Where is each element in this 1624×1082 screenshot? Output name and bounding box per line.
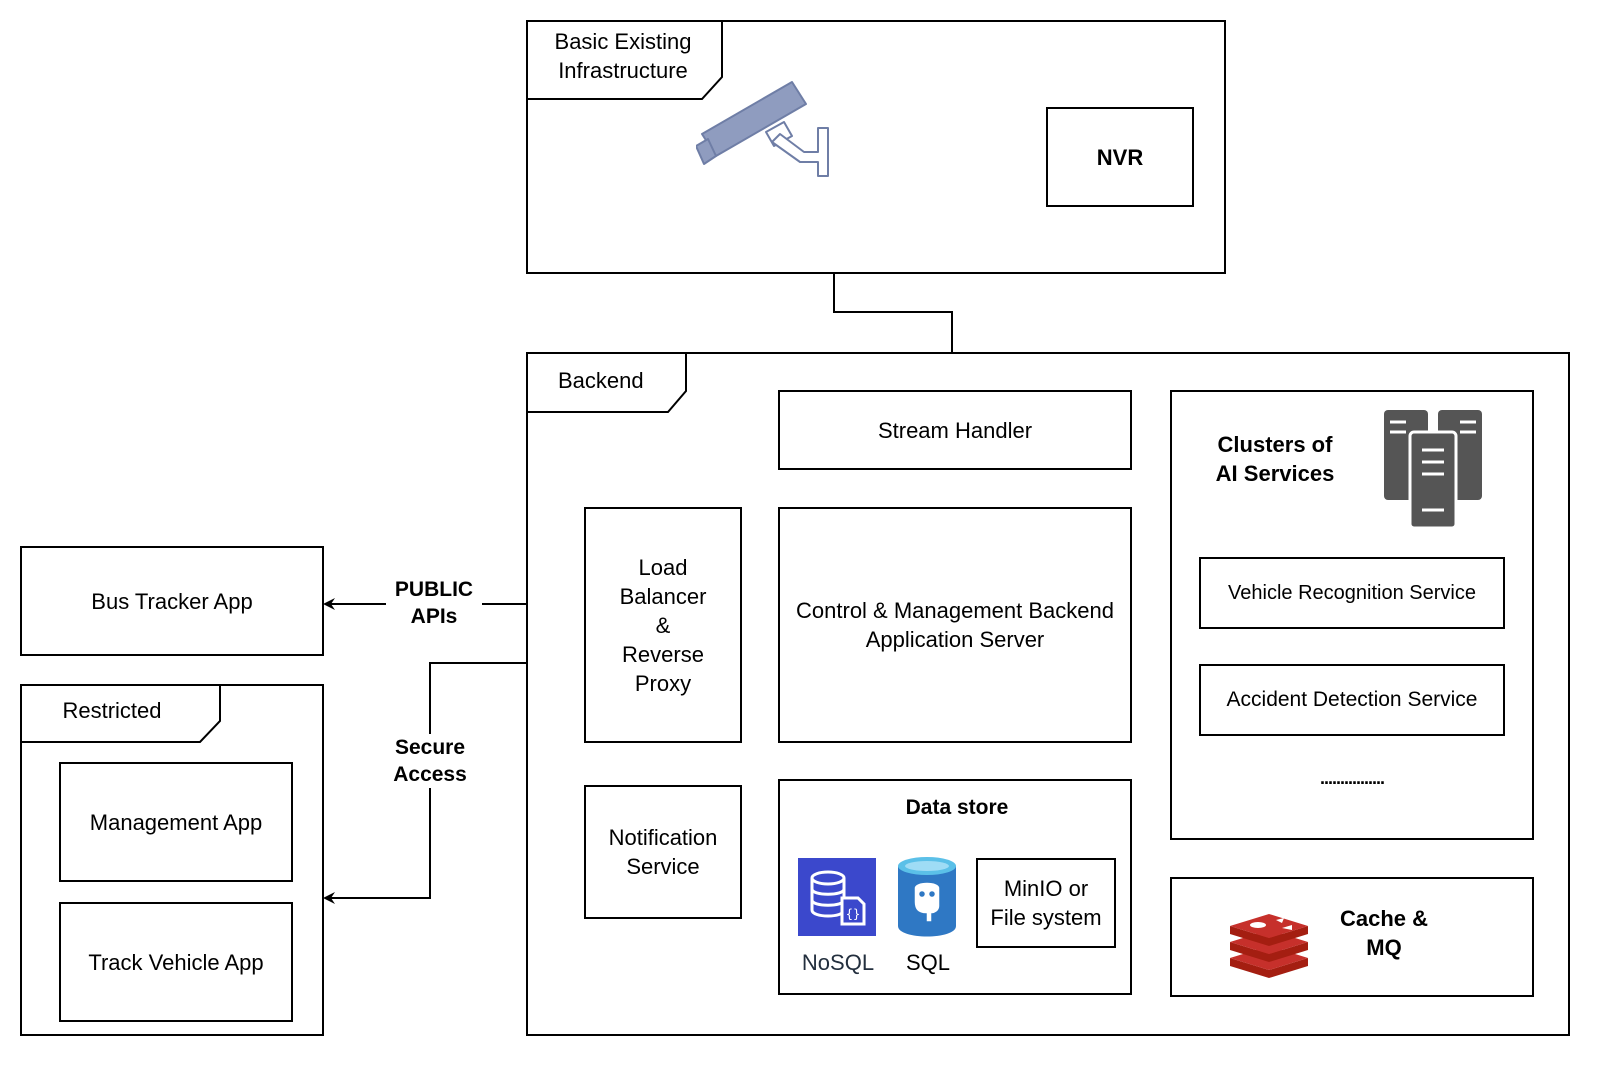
infrastructure-tab [526, 20, 723, 100]
bus-tracker-app-box: Bus Tracker App [20, 546, 324, 656]
stream-handler-label: Stream Handler [877, 417, 1033, 443]
load-balancer-box: Load Balancer & Reverse Proxy [584, 507, 742, 743]
ai-clusters-title: Clusters of AI Services [1215, 432, 1335, 486]
cache-mq-label: Cache & MQ [1339, 906, 1429, 960]
accident-detection-box: Accident Detection Service [1199, 664, 1505, 736]
svg-text:{}: {} [846, 907, 860, 921]
stream-handler-box: Stream Handler [778, 390, 1132, 470]
nosql-database-icon: {} [798, 858, 876, 936]
postgresql-database-icon [898, 857, 956, 937]
vehicle-recognition-label: Vehicle Recognition Service [1228, 581, 1476, 604]
track-vehicle-app-box: Track Vehicle App [59, 902, 293, 1022]
notification-service-box: Notification Service [584, 785, 742, 919]
nvr-label: NVR [1096, 144, 1144, 170]
minio-line: MinIO or [1003, 876, 1089, 901]
management-app-label: Management App [89, 809, 263, 835]
bus-tracker-app-label: Bus Tracker App [91, 588, 253, 614]
nvr-box: NVR [1046, 107, 1194, 207]
sql-label: SQL [905, 950, 951, 975]
restricted-tab [20, 684, 221, 743]
vehicle-recognition-box: Vehicle Recognition Service [1199, 557, 1505, 629]
lb-line: Balancer [619, 583, 707, 609]
lb-line: Reverse [622, 641, 704, 667]
cctv-camera-icon [696, 81, 829, 177]
minio-box: MinIO or File system [976, 858, 1116, 948]
notification-line: Notification [608, 825, 718, 850]
data-store-title: Data store [905, 796, 1009, 819]
secure-access-label: Secure Access [382, 734, 478, 788]
management-app-box: Management App [59, 762, 293, 882]
cache-mq-box [1170, 877, 1534, 997]
minio-line: File system [990, 905, 1102, 930]
lb-line: Load [638, 554, 688, 580]
backend-tab [526, 352, 687, 413]
more-services-ellipsis: ................ [1319, 768, 1385, 788]
backend-title: Backend [558, 368, 644, 393]
public-apis-label: PUBLIC APIs [386, 576, 482, 630]
server-cluster-icon [1384, 410, 1482, 528]
lb-line: Proxy [634, 670, 692, 696]
notification-line: Service [626, 854, 700, 879]
track-vehicle-app-label: Track Vehicle App [88, 949, 264, 975]
infra-to-stream-edge [833, 273, 958, 389]
nosql-label: NoSQL [801, 950, 875, 975]
control-server-box: Control & Management Backend Application… [778, 507, 1132, 743]
lb-line: & [655, 612, 671, 638]
control-server-line: Control & Management Backend [796, 598, 1114, 623]
control-server-line: Application Server [865, 627, 1045, 652]
restricted-title: Restricted [62, 698, 162, 723]
redis-icon [1230, 914, 1308, 978]
accident-detection-label: Accident Detection Service [1226, 688, 1478, 711]
infrastructure-title: Basic Existing Infrastructure [554, 29, 692, 83]
